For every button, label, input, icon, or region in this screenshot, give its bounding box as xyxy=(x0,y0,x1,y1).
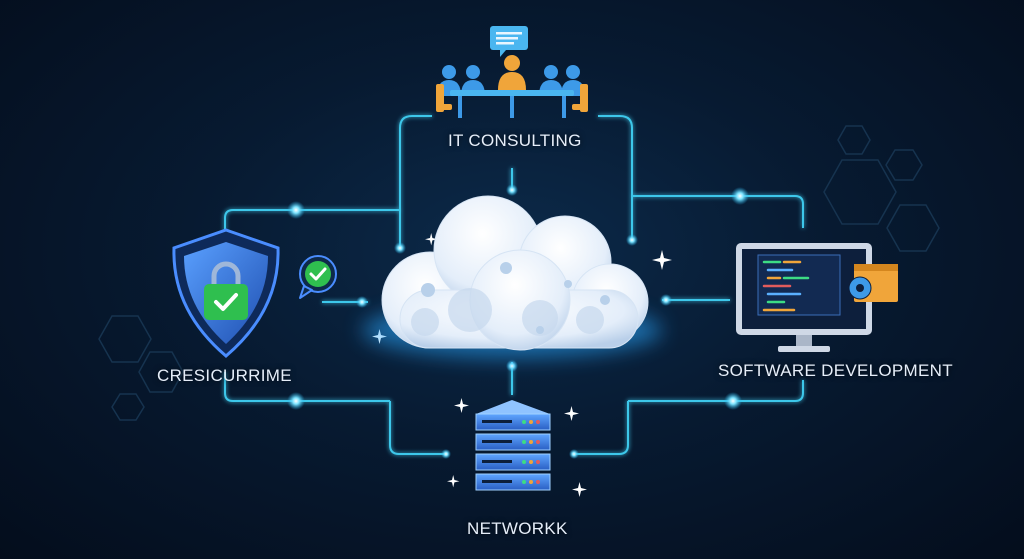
meeting-team-icon xyxy=(436,26,588,118)
glow-dots xyxy=(287,184,749,459)
hexagon-decoration-left xyxy=(98,315,184,421)
server-rack-icon xyxy=(475,400,551,491)
chat-bubble-icon xyxy=(490,26,528,57)
gear-icon xyxy=(848,276,872,300)
code-monitor-icon xyxy=(736,243,898,352)
security-shield-lock-icon xyxy=(172,228,280,358)
cloud-icon xyxy=(362,195,662,358)
connector-lines xyxy=(224,115,804,455)
checkmark-badge-icon xyxy=(299,255,337,299)
hexagon-decoration-right xyxy=(823,125,940,252)
node-label-it-consulting: IT CONSULTING xyxy=(448,131,582,150)
node-label-software-development: SOFTWARE DEVELOPMENT xyxy=(718,361,953,380)
node-label-security: CRESICURRIME xyxy=(157,366,292,385)
node-label-network: NETWORKK xyxy=(467,519,568,538)
